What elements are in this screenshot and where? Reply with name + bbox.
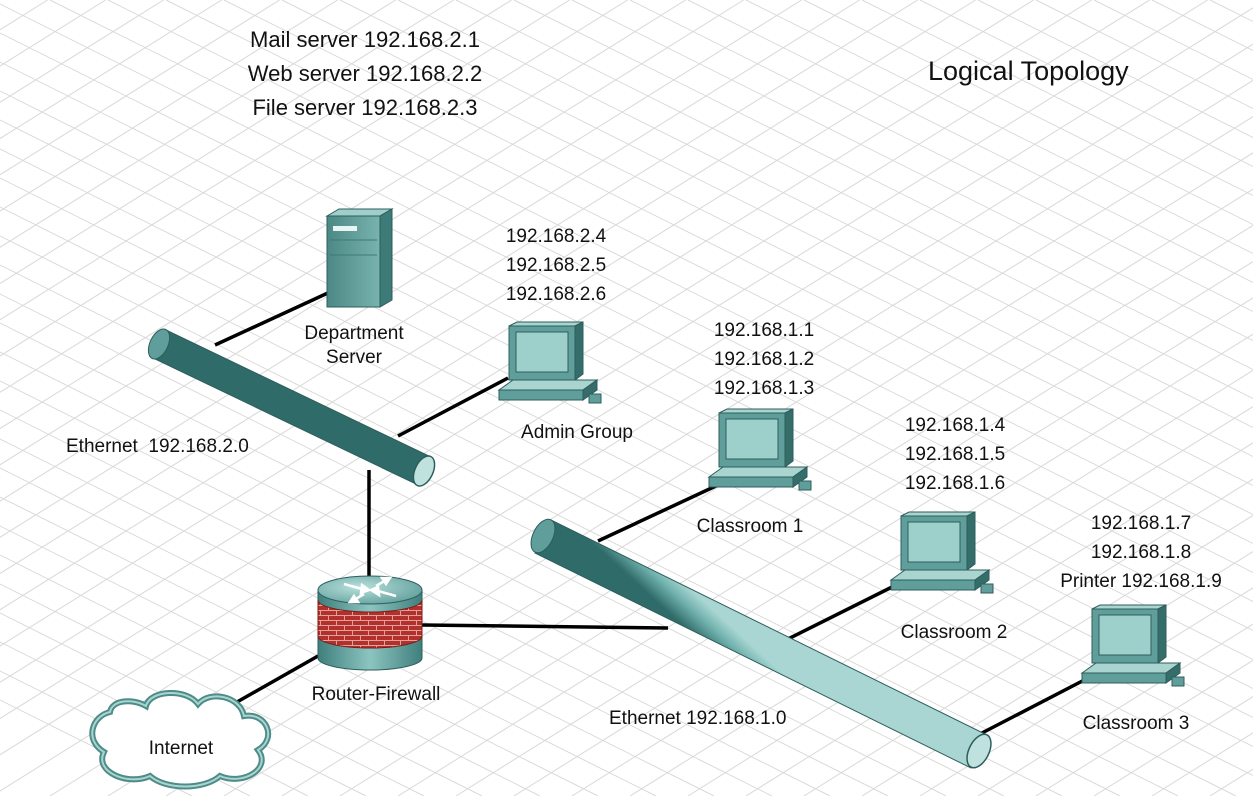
computer-icon [497,321,602,404]
link-server-ethernet-admin [214,290,331,347]
router-firewall-icon [317,575,423,671]
department-server-label-line2: Server [326,347,382,368]
admin-group-label: Admin Group [521,422,633,443]
router-firewall-label: Router-Firewall [311,684,441,705]
ethernet-admin-bus [147,328,436,487]
servers-info: Mail server 192.168.2.1 Web server 192.1… [214,23,516,125]
ip-address: 192.168.1.2 [713,349,815,370]
server-icon [325,208,394,308]
computer-icon [1080,604,1185,687]
ip-address: 192.168.1.3 [713,378,815,399]
ip-address: 192.168.1.6 [904,473,1006,494]
link-router-ethernet-class [421,623,669,630]
printer-address: Printer 192.168.1.9 [1060,571,1222,592]
cloud-icon [89,689,272,790]
ethernet-class-bus [530,518,992,769]
ip-address: 192.168.2.5 [505,255,607,276]
link-classroom2-ethernet-class [787,582,899,641]
department-server-label-line1: Department [304,323,404,344]
file-server-info: File server 192.168.2.3 [252,95,478,120]
link-classroom1-ethernet-class [597,483,719,543]
ip-address: 192.168.1.8 [1090,542,1192,563]
computer-icon [889,511,994,594]
connection-lines [214,290,1091,736]
classroom1-label: Classroom 1 [696,516,804,537]
department-server-label: Department Server [294,322,414,370]
classroom1-addresses: 192.168.1.1 192.168.1.2 192.168.1.3 [694,316,834,403]
admin-group-addresses: 192.168.2.4 192.168.2.5 192.168.2.6 [486,222,626,309]
link-classroom3-ethernet-class [979,675,1091,736]
ip-address: 192.168.1.1 [713,320,815,341]
ip-address: 192.168.1.7 [1090,513,1192,534]
ip-address: 192.168.2.6 [505,284,607,305]
page-title: Logical Topology [928,56,1129,86]
classroom2-addresses: 192.168.1.4 192.168.1.5 192.168.1.6 [885,411,1025,498]
web-server-info: Web server 192.168.2.2 [247,61,483,86]
link-admin-ethernet-admin [397,376,509,438]
ip-address: 192.168.1.4 [904,415,1006,436]
ip-address: 192.168.1.5 [904,444,1006,465]
ethernet-admin-label: Ethernet 192.168.2.0 [66,436,249,457]
link-router-internet [229,654,319,708]
ip-address: 192.168.2.4 [505,226,607,247]
mail-server-info: Mail server 192.168.2.1 [250,27,480,52]
internet-label: Internet [148,738,214,759]
computer-icon [707,408,812,491]
classroom3-addresses: 192.168.1.7 192.168.1.8 Printer 192.168.… [1036,509,1246,596]
ethernet-class-label: Ethernet 192.168.1.0 [609,708,787,729]
classroom2-label: Classroom 2 [900,622,1008,643]
classroom3-label: Classroom 3 [1082,713,1190,734]
